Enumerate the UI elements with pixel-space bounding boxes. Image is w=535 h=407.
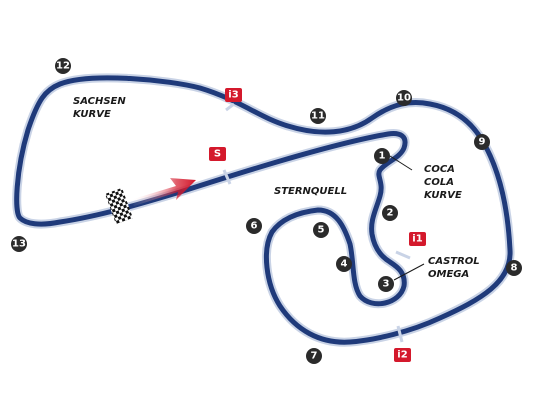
- sector-badge-i1: i1: [409, 232, 426, 246]
- sternquell-label: STERNQUELL: [274, 186, 347, 197]
- corner-label-10: 10: [397, 93, 411, 104]
- corner-badge-9: 9: [474, 134, 490, 150]
- direction-arrow: [130, 178, 196, 206]
- corner-badge-1: 1: [374, 148, 390, 164]
- corner-label-12: 12: [56, 61, 70, 72]
- sector-tick-i2: [396, 325, 404, 343]
- castrol-pointer-line: [393, 263, 425, 281]
- sachsen-label-line1: SACHSEN: [73, 96, 126, 107]
- corner-label-6: 6: [251, 221, 258, 232]
- corner-badge-4: 4: [336, 256, 352, 272]
- corner-label-8: 8: [511, 263, 518, 274]
- castrol-label-line2: OMEGA: [428, 269, 469, 280]
- sector-label-start: S: [214, 149, 221, 160]
- corner-badge-3: 3: [378, 276, 394, 292]
- corner-label-9: 9: [479, 137, 486, 148]
- castrol-label-line1: CASTROL: [428, 256, 480, 267]
- corner-badge-6: 6: [246, 218, 262, 234]
- corner-label-13: 13: [12, 239, 26, 250]
- corner-badge-7: 7: [306, 348, 322, 364]
- track-line: [14, 75, 513, 345]
- corner-label-2: 2: [387, 208, 394, 219]
- corner-label-3: 3: [383, 279, 390, 290]
- sector-badge-start: S: [209, 147, 226, 161]
- sachsen-label-line2: KURVE: [73, 109, 111, 120]
- start-finish-flag: [105, 187, 133, 225]
- sector-tick-i3: [225, 102, 235, 112]
- corner-badge-12: 12: [55, 58, 71, 74]
- corner-label-4: 4: [341, 259, 348, 270]
- sector-label-i2: i2: [397, 350, 407, 361]
- corner-badge-5: 5: [313, 222, 329, 238]
- sector-label-i1: i1: [412, 234, 422, 245]
- corner-label-7: 7: [311, 351, 318, 362]
- corner-label-11: 11: [311, 111, 325, 122]
- sector-tick-s: [222, 169, 232, 185]
- coca-label-line1: COCA: [424, 164, 455, 175]
- coca-pointer-line: [389, 155, 413, 171]
- corner-badge-13: 13: [11, 236, 27, 252]
- corner-label-1: 1: [379, 151, 386, 162]
- sector-tick-i1: [395, 250, 411, 260]
- corner-badge-8: 8: [506, 260, 522, 276]
- coca-label-line2: COLA: [424, 177, 454, 188]
- sector-label-i3: i3: [228, 90, 238, 101]
- corner-badge-11: 11: [310, 108, 326, 124]
- corner-label-5: 5: [318, 225, 325, 236]
- sector-badge-i3: i3: [225, 88, 242, 102]
- sector-badge-i2: i2: [394, 348, 411, 362]
- coca-label-line3: KURVE: [424, 190, 462, 201]
- corner-badge-2: 2: [382, 205, 398, 221]
- corner-badge-10: 10: [396, 90, 412, 106]
